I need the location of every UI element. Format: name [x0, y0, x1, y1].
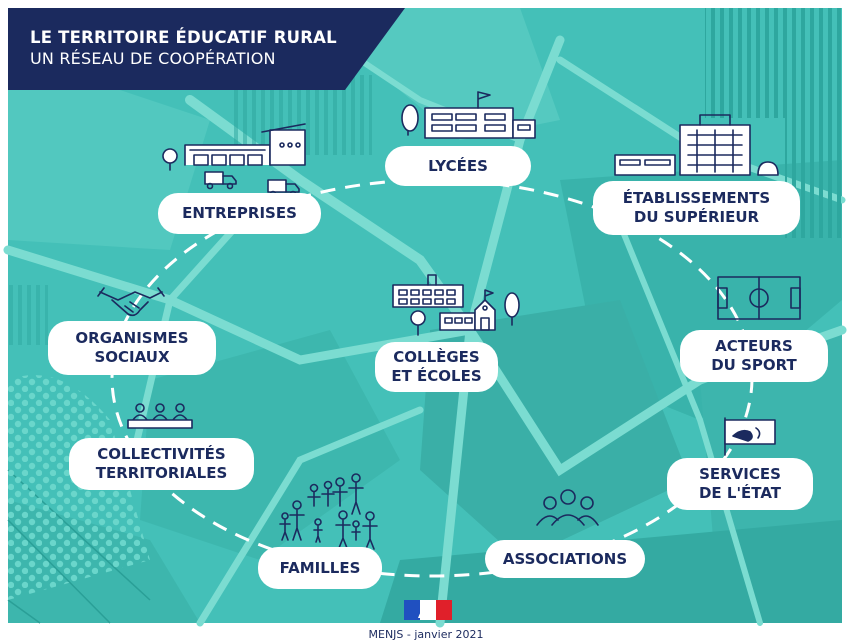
node-acteurs-sport: ACTEURS DU SPORT: [680, 330, 828, 382]
title-block: LE TERRITOIRE ÉDUCATIF RURAL UN RÉSEAU D…: [30, 28, 337, 68]
node-familles: FAMILLES: [258, 547, 382, 589]
university-campus-icon: [614, 114, 779, 176]
school-buildings-icon: [392, 274, 520, 336]
marianne-logo-icon: [404, 600, 452, 620]
node-acteurs-line2: DU SPORT: [711, 356, 797, 374]
node-colleges-line1: COLLÈGES: [393, 348, 480, 366]
footer-credit: MENJS - janvier 2021: [368, 628, 484, 641]
node-etablissements-superieur: ÉTABLISSEMENTS DU SUPÉRIEUR: [593, 181, 800, 235]
node-organismes-line2: SOCIAUX: [94, 348, 170, 366]
node-etablissements-line2: DU SUPÉRIEUR: [633, 208, 760, 226]
sports-field-icon: [717, 276, 801, 320]
handshake-icon: [97, 287, 165, 317]
node-colleges-line2: ET ÉCOLES: [391, 367, 482, 385]
stripes-left: [8, 285, 48, 345]
node-collectivites-line1: COLLECTIVITÉS: [97, 445, 226, 463]
node-organismes-sociaux: ORGANISMES SOCIAUX: [48, 321, 216, 375]
title: LE TERRITOIRE ÉDUCATIF RURAL: [30, 28, 337, 47]
node-etablissements-line1: ÉTABLISSEMENTS: [622, 189, 771, 207]
node-services-line1: SERVICES: [699, 465, 781, 483]
subtitle: UN RÉSEAU DE COOPÉRATION: [30, 49, 276, 68]
node-acteurs-line1: ACTEURS: [715, 337, 793, 355]
node-services-line2: DE L'ÉTAT: [698, 484, 782, 502]
node-colleges-ecoles: COLLÈGES ET ÉCOLES: [375, 342, 498, 392]
stripes-top-right: [705, 8, 842, 118]
government-flag-icon: [724, 417, 776, 456]
node-entreprises: ENTREPRISES: [158, 193, 321, 234]
factory-trucks-icon: [162, 123, 306, 198]
node-lycees-line1: LYCÉES: [428, 156, 488, 175]
council-people-icon: [127, 403, 193, 429]
node-services-etat: SERVICES DE L'ÉTAT: [667, 458, 813, 510]
node-associations: ASSOCIATIONS: [485, 540, 645, 578]
family-icon: [279, 473, 378, 550]
lycee-building-icon: [401, 91, 536, 139]
node-lycees: LYCÉES: [385, 146, 531, 186]
node-entreprises-line1: ENTREPRISES: [182, 204, 297, 222]
node-collectivites-territoriales: COLLECTIVITÉS TERRITORIALES: [69, 438, 254, 490]
node-familles-line1: FAMILLES: [279, 558, 361, 577]
node-collectivites-line2: TERRITORIALES: [95, 464, 228, 482]
title-banner: [8, 8, 405, 90]
node-associations-line1: ASSOCIATIONS: [502, 549, 628, 568]
node-organismes-line1: ORGANISMES: [75, 329, 189, 347]
people-group-icon: [536, 489, 599, 526]
